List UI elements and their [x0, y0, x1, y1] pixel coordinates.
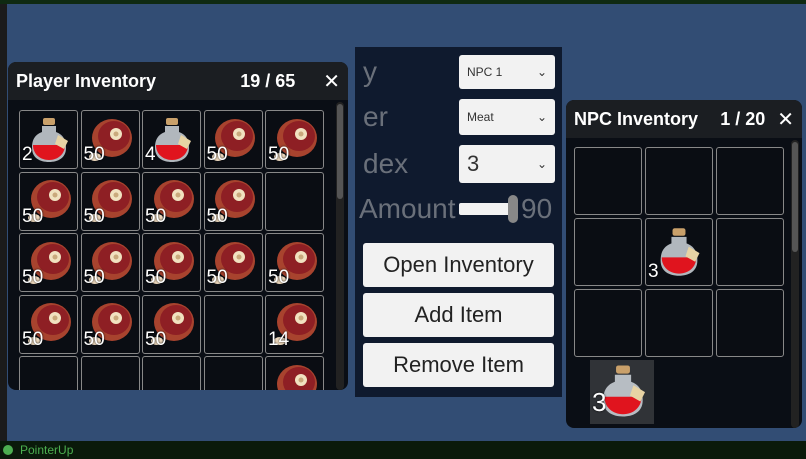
slot-quantity: 50 — [268, 267, 290, 288]
inventory-slot[interactable] — [203, 356, 263, 390]
inventory-slot[interactable]: 50 — [19, 233, 78, 292]
amount-label: Amount — [359, 193, 456, 224]
index-dropdown[interactable]: 3⌄ — [459, 145, 555, 183]
panel-title: y — [363, 56, 377, 87]
remove-item-button[interactable]: Remove Item — [363, 343, 554, 387]
inventory-slot[interactable]: 50 — [142, 171, 201, 231]
inventory-slot[interactable]: 50 — [80, 294, 140, 354]
slot-quantity: 50 — [22, 267, 44, 288]
open-inventory-button[interactable]: Open Inventory — [363, 243, 554, 287]
close-icon[interactable]: ✕ — [323, 70, 340, 93]
item-label: er — [363, 101, 388, 132]
potion-icon — [594, 362, 652, 425]
chevron-down-icon: ⌄ — [536, 65, 547, 79]
dragged-item-qty: 3 — [592, 387, 607, 417]
amount-slider[interactable] — [459, 195, 518, 223]
scrollbar-thumb[interactable] — [792, 142, 798, 252]
inventory-slot[interactable] — [203, 294, 263, 354]
control-panel: y NPC 1⌄ er Meat⌄ dex 3⌄ Amount 90 Open … — [355, 47, 562, 397]
slot-quantity: 50 — [83, 144, 105, 165]
inventory-slot[interactable] — [142, 356, 201, 390]
inventory-slot[interactable]: 50 — [80, 233, 140, 292]
slot-quantity: 2 — [22, 144, 33, 165]
chevron-down-icon: ⌄ — [536, 110, 547, 124]
chevron-down-icon: ⌄ — [536, 157, 547, 171]
slot-quantity: 50 — [145, 328, 167, 350]
npc-inventory-window[interactable]: NPC Inventory 1 / 20 ✕ 3 — [566, 100, 802, 428]
inventory-slot[interactable]: 4 — [142, 110, 201, 169]
slot-quantity: 50 — [22, 205, 44, 227]
inventory-slot[interactable] — [716, 218, 784, 286]
slot-quantity: 50 — [22, 328, 44, 350]
slot-quantity: 50 — [145, 267, 167, 288]
inventory-slot[interactable]: 50 — [80, 110, 140, 169]
slot-quantity: 50 — [83, 267, 105, 288]
inventory-slot[interactable]: 50 — [142, 294, 201, 354]
inventory-slot[interactable] — [19, 356, 78, 390]
inventory-slot[interactable] — [716, 289, 784, 357]
player-inventory-count: 19 / 65 — [240, 70, 296, 91]
slot-quantity: 50 — [83, 328, 105, 350]
player-inventory-title: Player Inventory — [16, 70, 157, 91]
inventory-slot[interactable] — [645, 147, 713, 215]
item-dropdown-value: Meat — [467, 110, 494, 124]
amount-value: 90 — [521, 193, 553, 224]
slot-quantity: 50 — [206, 144, 228, 165]
slot-quantity: 50 — [83, 205, 105, 227]
scrollbar-thumb[interactable] — [337, 104, 343, 199]
player-inventory-window[interactable]: Player Inventory 19 / 65 ✕ 2 50 4 50 50 50 50 5… — [8, 62, 348, 390]
inventory-slot[interactable]: 50 — [203, 110, 263, 169]
inventory-slot[interactable]: 14 — [265, 294, 324, 354]
inventory-slot[interactable]: 3 — [645, 218, 713, 286]
inventory-slot[interactable]: 50 — [19, 294, 78, 354]
info-icon — [3, 445, 13, 455]
item-dropdown[interactable]: Meat ⌄ — [459, 99, 555, 135]
inventory-slot[interactable]: 50 — [19, 171, 78, 231]
inventory-slot[interactable] — [574, 147, 642, 215]
inventory-slot[interactable]: 50 — [142, 233, 201, 292]
inventory-slot[interactable]: 50 — [203, 171, 263, 231]
slider-handle[interactable] — [508, 195, 518, 223]
slot-quantity: 50 — [145, 205, 167, 227]
player-inventory-header[interactable]: Player Inventory 19 / 65 ✕ — [8, 62, 348, 100]
inventory-slot[interactable] — [716, 147, 784, 215]
inventory-slot[interactable]: 2 — [19, 110, 78, 169]
index-dropdown-value: 3 — [467, 151, 480, 176]
npc-dropdown[interactable]: NPC 1 ⌄ — [459, 55, 555, 89]
status-text: PointerUp — [20, 443, 74, 457]
status-bar: PointerUp — [0, 441, 806, 459]
npc-inventory-count: 1 / 20 — [720, 108, 766, 129]
inventory-slot[interactable] — [574, 218, 642, 286]
index-label: dex — [363, 148, 409, 179]
inventory-slot[interactable]: 50 — [203, 233, 263, 292]
slot-quantity: 50 — [206, 267, 228, 288]
close-icon[interactable]: ✕ — [777, 108, 794, 131]
slot-quantity: 4 — [145, 144, 156, 165]
inventory-slot[interactable] — [574, 289, 642, 357]
npc-inventory-header[interactable]: NPC Inventory 1 / 20 ✕ — [566, 100, 802, 138]
inventory-slot[interactable] — [645, 289, 713, 357]
scrollbar[interactable] — [791, 140, 799, 428]
scrollbar[interactable] — [336, 102, 344, 390]
slot-quantity: 50 — [206, 205, 228, 227]
top-bar — [0, 0, 806, 4]
inventory-slot[interactable]: 50 — [265, 233, 324, 292]
dragged-item[interactable]: 3 — [590, 360, 654, 424]
slot-quantity: 14 — [268, 328, 290, 350]
slot-quantity: 3 — [648, 261, 659, 282]
add-item-button[interactable]: Add Item — [363, 293, 554, 337]
npc-inventory-title: NPC Inventory — [574, 108, 699, 129]
npc-dropdown-value: NPC 1 — [467, 65, 503, 79]
inventory-slot[interactable] — [265, 356, 324, 390]
inventory-slot[interactable]: 50 — [80, 171, 140, 231]
slot-quantity: 50 — [268, 144, 290, 165]
inventory-slot[interactable] — [265, 171, 324, 231]
inventory-slot[interactable] — [80, 356, 140, 390]
inventory-slot[interactable]: 50 — [265, 110, 324, 169]
